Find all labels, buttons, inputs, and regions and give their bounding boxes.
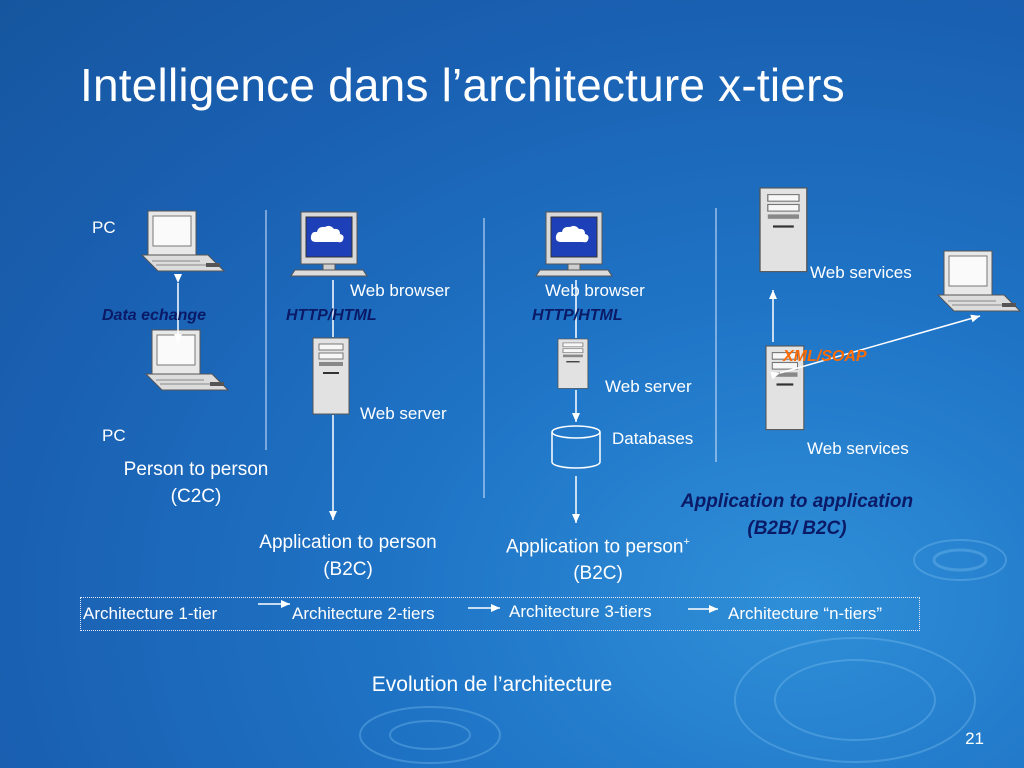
tier3-title-sup: + [683, 536, 690, 548]
pc-bottom-label: PC [102, 426, 126, 445]
tier2-title-line2: (B2C) [323, 559, 373, 580]
pc-top-laptop-icon [141, 210, 225, 272]
pc-top-label: PC [92, 218, 116, 237]
web-services-bottom-label: Web services [807, 439, 909, 458]
tier3-server-label: Web server [605, 377, 692, 396]
tier2-title-line1: Application to person [259, 532, 437, 553]
tier2-browser-label: Web browser [350, 281, 450, 300]
pc-bottom-laptop-icon [145, 329, 229, 391]
evolution-step-2: Architecture 2-tiers [292, 604, 435, 623]
xml-soap-arrow [770, 314, 981, 380]
tier2-protocol-label: HTTP/HTML [286, 307, 377, 324]
tier3-browser-label: Web browser [545, 281, 645, 300]
tier1-title: Person to person (C2C) [96, 456, 296, 510]
evolution-step-4: Architecture “n-tiers” [728, 604, 882, 623]
web-server-tower-icon [557, 338, 589, 389]
tier4-title-line2: (B2B/ B2C) [747, 518, 847, 539]
web-services-top-label: Web services [810, 263, 912, 282]
web-server-tower-icon [312, 337, 350, 415]
tier3-database-label: Databases [612, 429, 694, 448]
tier3-title-line1: Application to person+ [478, 529, 718, 560]
xml-soap-label: XML/SOAP [783, 348, 867, 365]
slide-title: Intelligence dans l’architecture x-tiers [80, 59, 845, 111]
slide-caption: Evolution de l’architecture [371, 673, 613, 696]
evolution-step-1: Architecture 1-tier [83, 604, 218, 623]
web-browser-workstation-icon [290, 211, 368, 277]
tier1-title-line1: Person to person [123, 459, 269, 480]
evolution-step-3: Architecture 3-tiers [509, 602, 652, 621]
water-ripple-decoration [359, 539, 1007, 764]
tier2-title: Application to person (B2C) [228, 529, 468, 583]
tier3-title-text: Application to person [506, 536, 684, 558]
tier4-title-line1: Application to application [680, 491, 914, 512]
tier4-title: Application to application (B2B/ B2C) [654, 488, 940, 542]
database-cylinder-icon [551, 425, 601, 469]
tier3-title-line2: (B2C) [573, 563, 623, 585]
evolution-strip [80, 597, 920, 631]
tier1-title-line2: (C2C) [170, 486, 222, 507]
web-services-client-laptop-icon [937, 250, 1021, 312]
tier3-protocol-label: HTTP/HTML [532, 307, 623, 324]
page-number: 21 [965, 729, 984, 748]
web-browser-workstation-icon [535, 211, 613, 277]
data-exchange-label: Data echange [102, 307, 207, 324]
tier3-title: Application to person+ (B2C) [478, 529, 718, 587]
web-services-server-top-icon [759, 187, 808, 273]
tier2-server-label: Web server [360, 404, 447, 423]
